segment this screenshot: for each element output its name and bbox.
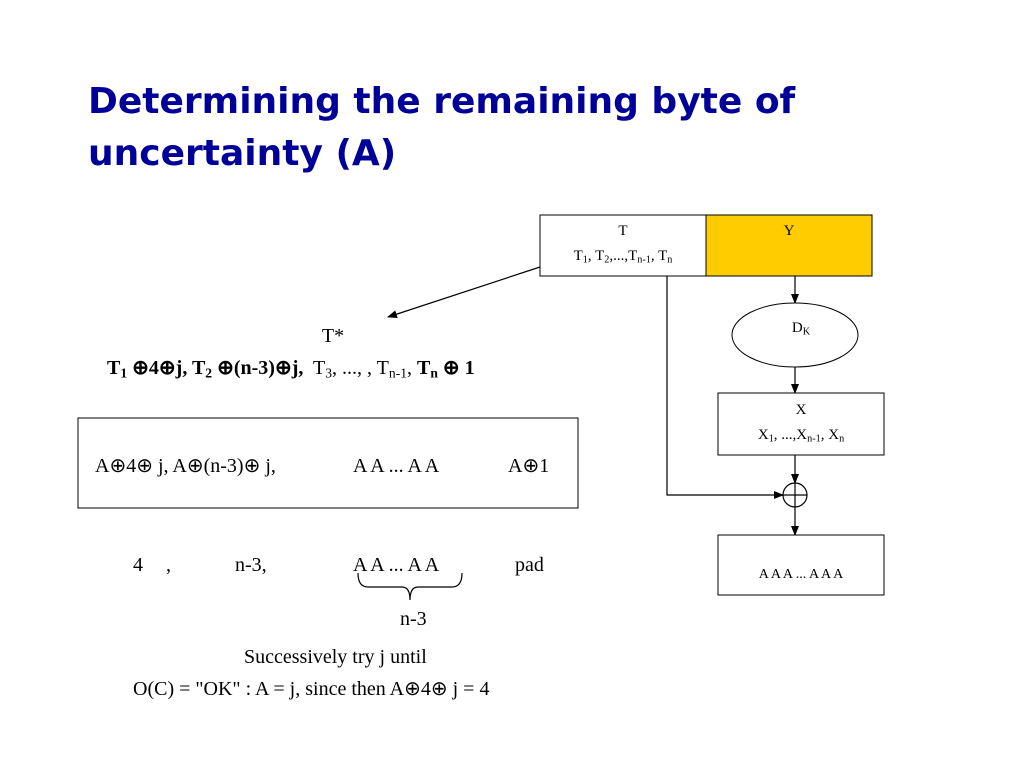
tstar-label: T*: [321, 325, 345, 347]
text-run: T: [303, 357, 326, 379]
subscript: 1: [768, 433, 774, 445]
text-run: ,...,T: [609, 248, 638, 264]
box-t: [539, 214, 707, 277]
length-row-item: n-3,: [235, 554, 267, 576]
subscript: 2: [604, 254, 610, 266]
subscript: n-1: [637, 254, 651, 266]
note-line-1: Successively try j until: [244, 646, 427, 668]
length-row-item: A A ... A A: [353, 554, 440, 576]
box-y: [705, 214, 873, 277]
subscript: 1: [582, 254, 588, 266]
text-run: T: [573, 248, 583, 264]
subscript: n: [430, 365, 438, 381]
subscript: n: [839, 433, 845, 445]
subscript: n: [667, 254, 673, 266]
brace-label: n-3: [400, 608, 427, 630]
text-run: , T: [587, 248, 605, 264]
subscript: 3: [325, 365, 333, 381]
text-run: , X: [820, 427, 840, 443]
subscript: n-1: [388, 365, 408, 381]
text-run: ,: [407, 357, 418, 379]
box-x: [717, 392, 885, 456]
padding-part-last: A⊕1: [508, 455, 550, 477]
tstar-line: T1 ⊕4⊕j, T2 ⊕(n-3)⊕j, T3, ..., , Tn-1, T…: [107, 356, 475, 380]
box-t-label: T: [618, 223, 628, 239]
subscript: 1: [120, 365, 128, 381]
text-run: X: [757, 427, 769, 443]
text-run: ⊕4⊕j, T: [127, 357, 206, 379]
padding-box: [77, 417, 579, 509]
box-y-label: Y: [783, 223, 795, 239]
box-result-label: A A A ... A A A: [758, 567, 844, 582]
note-line-2: O(C) = "OK" : A = j, since then A⊕4⊕ j =…: [133, 678, 490, 700]
length-row-item: pad: [515, 554, 544, 576]
length-row-item: ,: [166, 554, 171, 576]
box-x-items: X1, ...,Xn-1, Xn: [718, 426, 884, 444]
length-row-item: 4: [133, 554, 143, 576]
arrow-t-to-tstar: [387, 266, 541, 318]
slide-title: Determining the remaining byte of uncert…: [88, 81, 796, 174]
subscript: n-1: [807, 433, 821, 445]
subscript: K: [802, 326, 811, 338]
arrow-t-to-xor: [666, 276, 784, 499]
subscript: 2: [205, 365, 213, 381]
text-run: , ...,X: [773, 427, 808, 443]
length-brace: [357, 572, 463, 601]
decrypt-label: DK: [738, 319, 864, 337]
xor-symbol: [782, 482, 808, 508]
box-t-items: T1, T2,...,Tn-1, Tn: [540, 247, 706, 265]
padding-part-first: A⊕4⊕ j, A⊕(n-3)⊕ j,: [95, 455, 276, 477]
text-run: T: [107, 357, 121, 379]
text-run: ⊕ 1: [437, 357, 475, 379]
text-run: , T: [650, 248, 668, 264]
padding-part-middle: A A ... A A: [353, 455, 440, 477]
text-run: ⊕(n-3)⊕j,: [212, 357, 304, 379]
text-run: D: [791, 320, 803, 336]
text-run: T: [417, 357, 431, 379]
box-result: [717, 534, 885, 596]
text-run: , ..., , T: [332, 357, 389, 379]
box-x-label: X: [795, 402, 807, 418]
